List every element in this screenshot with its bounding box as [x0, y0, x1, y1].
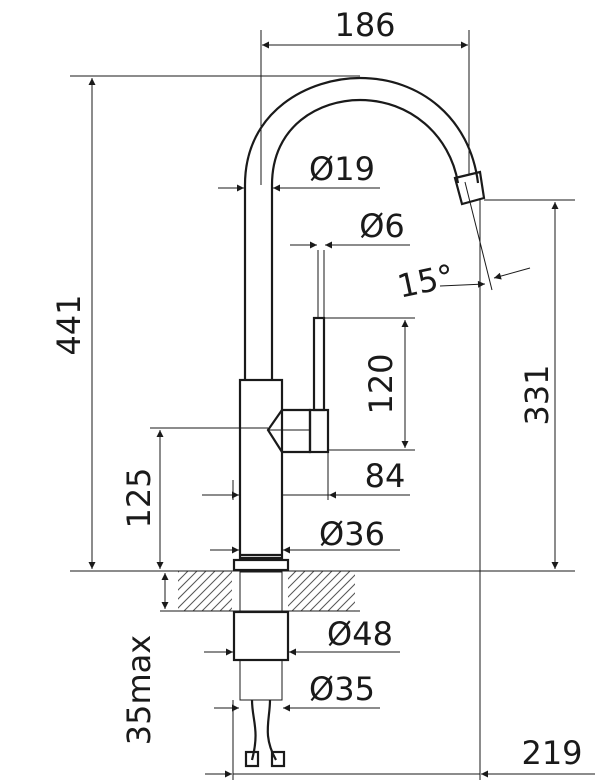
label-shank-diameter: Ø35 [309, 670, 375, 708]
handle-rod [312, 316, 326, 412]
countertop-hole [232, 569, 288, 613]
dimension-labels: 186 441 Ø19 Ø6 15° 120 331 84 125 Ø36 Ø4… [50, 6, 583, 772]
hatch-line [178, 571, 198, 591]
spout-outlet [453, 170, 486, 206]
label-handle-height: 120 [362, 353, 400, 414]
dimension-lines [88, 41, 595, 778]
hatch-line [300, 571, 342, 611]
hatch-line [318, 574, 355, 611]
hatch-line [130, 571, 170, 611]
mounting-nut [232, 610, 290, 662]
hatch-line [327, 583, 355, 611]
lever-cap [308, 408, 330, 454]
ext-angle-line [464, 181, 493, 291]
label-outlet-height: 331 [518, 364, 556, 425]
hatch-line [354, 610, 355, 611]
hatch-line [345, 601, 355, 611]
hatch-line [373, 571, 413, 611]
faucet-column [238, 378, 284, 560]
shank-lower [239, 659, 283, 701]
dim-line-15-b [493, 267, 531, 280]
label-total-height: 441 [50, 294, 88, 355]
countertop [70, 569, 575, 613]
spout-inner-edge [270, 98, 460, 380]
label-spout-angle: 15° [394, 257, 457, 306]
label-spout-reach: 186 [334, 6, 395, 44]
hatch-line [336, 592, 355, 611]
label-handle-diameter: Ø6 [359, 207, 405, 245]
hatch-line [282, 571, 324, 611]
hatch-line [291, 571, 333, 611]
hose-right-fitting [270, 750, 286, 768]
label-lever-length: 84 [365, 457, 406, 495]
hatch-line [178, 571, 216, 609]
hatch-line [364, 571, 404, 611]
lever-joint [266, 408, 312, 454]
hatch-line [178, 571, 207, 600]
label-hose-length: 219 [521, 734, 582, 772]
spout-outer-edge [243, 76, 480, 380]
hatch-line [309, 571, 351, 611]
hatch-line [183, 571, 225, 611]
hatch-line [178, 571, 180, 573]
label-handle-axis-height: 125 [120, 467, 158, 528]
hatch-line [178, 571, 189, 582]
faucet-body [232, 76, 486, 768]
label-body-diameter: Ø36 [319, 515, 385, 553]
dim-line-15-a [439, 280, 486, 288]
label-flange-diameter: Ø48 [327, 615, 393, 653]
base-flange [232, 558, 290, 572]
hose-left-fitting [244, 750, 260, 768]
hatch-line [192, 571, 234, 611]
label-spout-diameter: Ø19 [309, 150, 375, 188]
label-max-thickness: 35max [120, 635, 158, 745]
extension-lines [70, 30, 575, 780]
